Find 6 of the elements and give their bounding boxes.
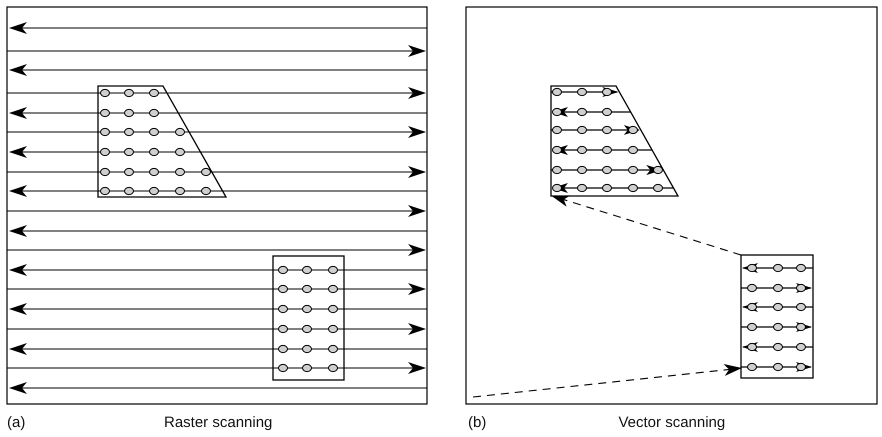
panel-letter: (b) (468, 414, 486, 432)
panel-letter: (a) (7, 414, 26, 432)
dashed-arrow (551, 195, 742, 256)
panel-caption: Vector scanning (618, 414, 726, 432)
panel-caption: Raster scanning (164, 414, 272, 432)
dashed-arrow (472, 364, 742, 398)
